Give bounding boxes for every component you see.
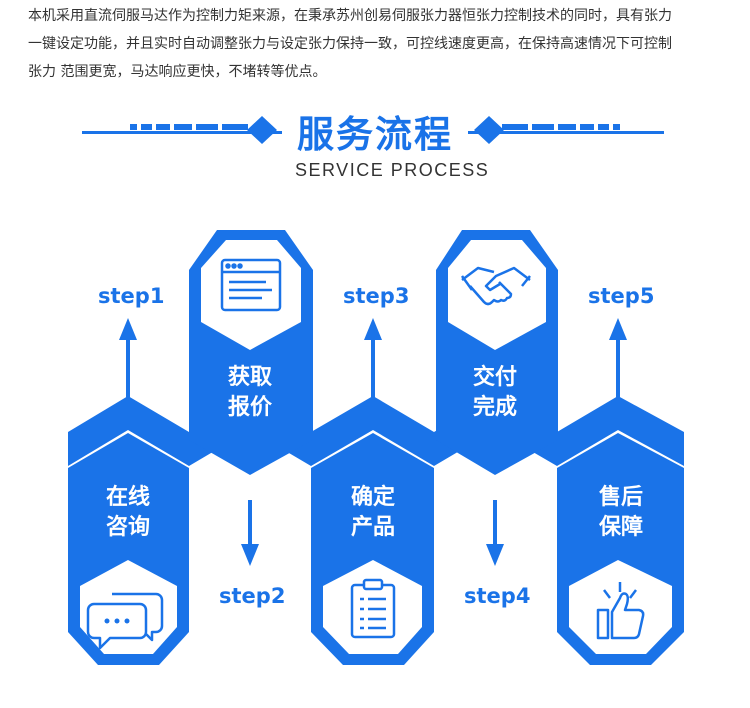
card-step2 [189, 230, 313, 475]
page-subtitle: SERVICE PROCESS [295, 160, 490, 180]
step-label-3: step3 [343, 284, 410, 308]
step-label-4: step4 [464, 584, 531, 608]
clipboard-list-icon [350, 578, 396, 639]
card-step3 [311, 433, 434, 665]
step4-text: 交付 完成 [450, 363, 540, 423]
card-step4 [436, 230, 558, 475]
step2-line1: 获取 [227, 365, 272, 390]
step1-text: 在线 咨询 [83, 483, 173, 543]
card-step5 [557, 433, 684, 665]
intro-line-2: 一键设定功能，并且实时自动调整张力与设定张力保持一致，可控线速度更高，在保持高速… [28, 36, 672, 52]
document-window-icon [220, 258, 282, 312]
thumbs-up-icon [596, 582, 645, 640]
step3-text: 确定 产品 [328, 483, 418, 543]
step4-line1: 交付 [472, 365, 517, 390]
page-title: 服务流程 [297, 113, 453, 156]
step4-line2: 完成 [472, 395, 517, 420]
step5-line2: 保障 [598, 515, 643, 540]
step3-line1: 确定 [350, 485, 395, 510]
step-label-2: step2 [219, 584, 286, 608]
intro-line-3: 张力 范围更宽，马达响应更快，不堵转等优点。 [28, 64, 327, 80]
arrow-up-step3 [364, 318, 382, 398]
title-decoration-left [82, 116, 282, 144]
arrow-down-step4 [486, 500, 504, 566]
handshake-icon [460, 266, 531, 306]
step2-line2: 报价 [227, 395, 272, 420]
step-label-5: step5 [588, 284, 655, 308]
step2-text: 获取 报价 [205, 363, 295, 423]
step1-line2: 咨询 [105, 515, 150, 540]
arrow-up-step1 [119, 318, 137, 398]
intro-line-1: 本机采用直流伺服马达作为控制力矩来源，在秉承苏州创易伺服张力器恒张力控制技术的同… [28, 8, 672, 24]
step1-line1: 在线 [105, 485, 150, 510]
intro-paragraph: 本机采用直流伺服马达作为控制力矩来源，在秉承苏州创易伺服张力器恒张力控制技术的同… [28, 2, 728, 86]
title-decoration-right [468, 116, 664, 144]
step5-text: 售后 保障 [576, 483, 666, 543]
step5-line1: 售后 [598, 485, 643, 510]
chat-bubbles-icon [86, 592, 164, 650]
arrow-down-step2 [241, 500, 259, 566]
step-label-1: step1 [98, 284, 165, 308]
arrow-up-step5 [609, 318, 627, 398]
step3-line2: 产品 [350, 515, 395, 540]
